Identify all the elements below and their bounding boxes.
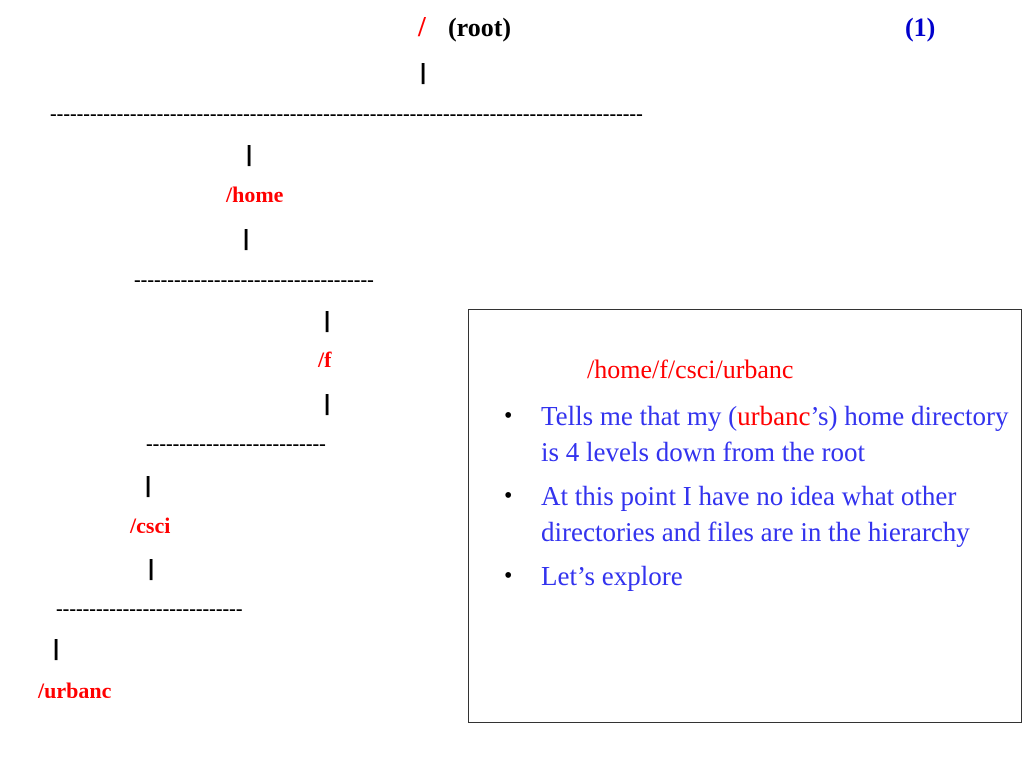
level4-rule: ---------------------------- bbox=[56, 598, 243, 620]
connector-f-top: | bbox=[324, 307, 331, 332]
node-csci: /csci bbox=[130, 513, 171, 538]
root-label: (root) bbox=[448, 13, 512, 42]
bullet-dot: • bbox=[504, 563, 513, 589]
bullet2-text: At this point I have no idea what other … bbox=[541, 481, 970, 547]
node-home: /home bbox=[226, 182, 284, 207]
page-number: (1) bbox=[905, 13, 936, 42]
bullet1-highlight: urbanc bbox=[737, 401, 811, 431]
connector-csci-top: | bbox=[145, 472, 152, 497]
full-path: /home/f/csci/urbanc bbox=[587, 355, 794, 384]
connector-urbanc: | bbox=[53, 635, 60, 660]
bullet3-text: Let’s explore bbox=[541, 561, 683, 591]
explanation-box: /home/f/csci/urbanc • Tells me that my (… bbox=[468, 309, 1022, 723]
connector-home-bottom: | bbox=[243, 225, 250, 250]
level3-rule: --------------------------- bbox=[146, 433, 326, 455]
connector-home-top: | bbox=[246, 141, 253, 166]
bullet-list: • Tells me that my (urbanc’s) home direc… bbox=[499, 398, 1019, 602]
bullet1-prefix: Tells me that my ( bbox=[541, 401, 738, 431]
bullet-dot: • bbox=[504, 483, 513, 509]
bullet1-suffix: ’s) home directory is 4 levels down from… bbox=[541, 401, 1009, 467]
root-slash: / bbox=[418, 12, 426, 43]
level1-rule: ----------------------------------------… bbox=[50, 103, 643, 125]
bullet-item: • Tells me that my (urbanc’s) home direc… bbox=[499, 398, 1019, 470]
connector-csci-bottom: | bbox=[148, 555, 155, 580]
node-f: /f bbox=[318, 347, 332, 372]
level2-rule: ------------------------------------ bbox=[134, 269, 374, 291]
bullet-item: • Let’s explore bbox=[499, 558, 1019, 594]
bullet-dot: • bbox=[504, 403, 513, 429]
bullet-item: • At this point I have no idea what othe… bbox=[499, 478, 1019, 550]
connector-f-bottom: | bbox=[324, 390, 331, 415]
connector-root: | bbox=[420, 59, 427, 84]
node-urbanc: /urbanc bbox=[38, 678, 112, 703]
